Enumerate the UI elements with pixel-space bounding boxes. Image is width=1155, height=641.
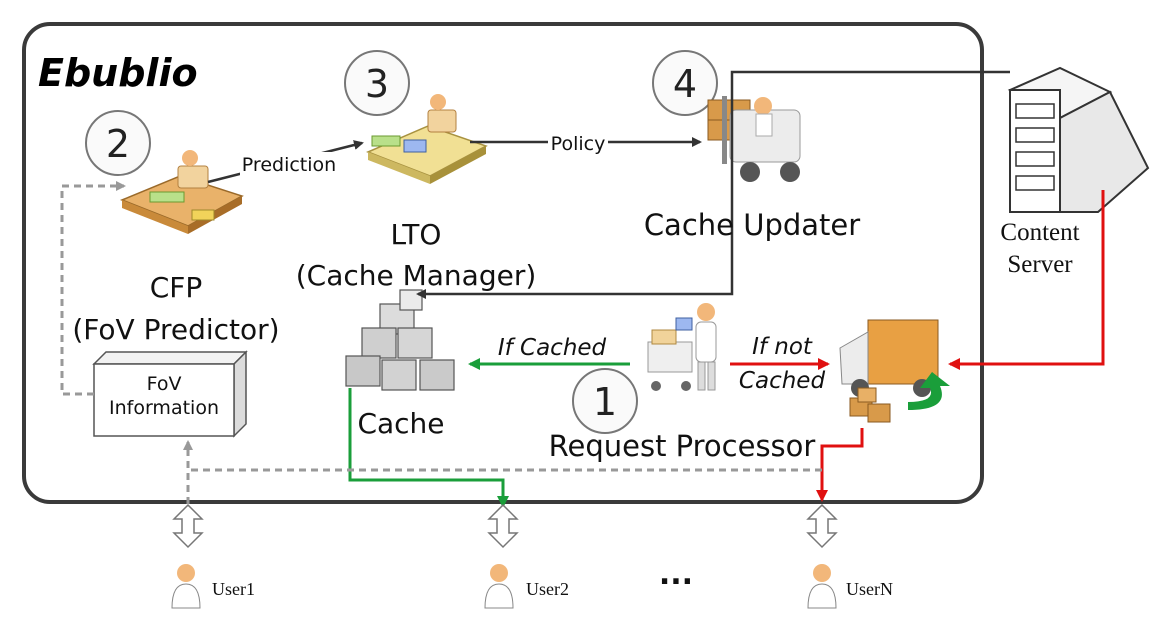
content-server-icon (1007, 66, 1150, 213)
forklift-icon (707, 96, 801, 182)
request-processor-icon (647, 303, 717, 391)
user-icon (177, 564, 195, 582)
if-not-cached-label-1: If not (752, 334, 813, 360)
svg-text:1: 1 (593, 380, 617, 424)
cache-label: Cache (357, 407, 444, 440)
svg-text:3: 3 (365, 62, 389, 106)
ellipsis: ... (659, 557, 693, 592)
truck-to-usern-arrow (816, 428, 864, 502)
cfp-sublabel: (FoV Predictor) (72, 313, 279, 346)
cache-to-user2-arrow (348, 388, 509, 508)
svg-text:2: 2 (106, 122, 130, 166)
usern-label: UserN (846, 579, 893, 599)
prediction-label: Prediction (242, 154, 336, 176)
svg-text:4: 4 (673, 62, 697, 106)
content-server-line1: Content (1000, 219, 1079, 246)
fov-info-line1: FoV (147, 373, 182, 395)
usern: UserN (806, 503, 893, 609)
server-to-truck-arrow (948, 190, 1105, 370)
lto-label: LTO (391, 218, 442, 251)
lto-sublabel: (Cache Manager) (296, 259, 537, 292)
delivery-truck-icon (839, 319, 950, 423)
request-processor-label: Request Processor (549, 429, 816, 463)
user2: User2 (484, 503, 569, 609)
bidirectional-arrow-icon (487, 503, 519, 549)
user2-label: User2 (526, 579, 569, 599)
bidirectional-arrow-icon (172, 503, 204, 549)
fov-information-box (92, 350, 248, 438)
content-server-line2: Server (1007, 251, 1073, 278)
policy-label: Policy (551, 133, 606, 155)
user-icon (490, 564, 508, 582)
server-to-cache-arrow (416, 70, 1010, 299)
cache-updater-label: Cache Updater (644, 208, 860, 242)
step-circle-3: 3 (344, 50, 410, 116)
step-circle-4: 4 (652, 50, 718, 116)
lto-desk-icon (366, 94, 488, 184)
user-icon (813, 564, 831, 582)
bidirectional-arrow-icon (806, 503, 838, 549)
user1: User1 (171, 503, 255, 609)
step-circle-2: 2 (85, 110, 151, 176)
user1-label: User1 (212, 579, 255, 599)
cfp-desk-icon (119, 150, 244, 234)
fov-info-line2: Information (109, 397, 219, 419)
if-cached-label: If Cached (498, 335, 607, 361)
system-title: Ebublio (38, 51, 198, 95)
step-circle-1: 1 (572, 368, 638, 434)
cfp-label: CFP (150, 271, 203, 304)
cache-boxes-icon (345, 289, 455, 391)
fov-to-cfp-dashed (60, 181, 126, 396)
if-not-cached-label-2: Cached (739, 368, 826, 394)
